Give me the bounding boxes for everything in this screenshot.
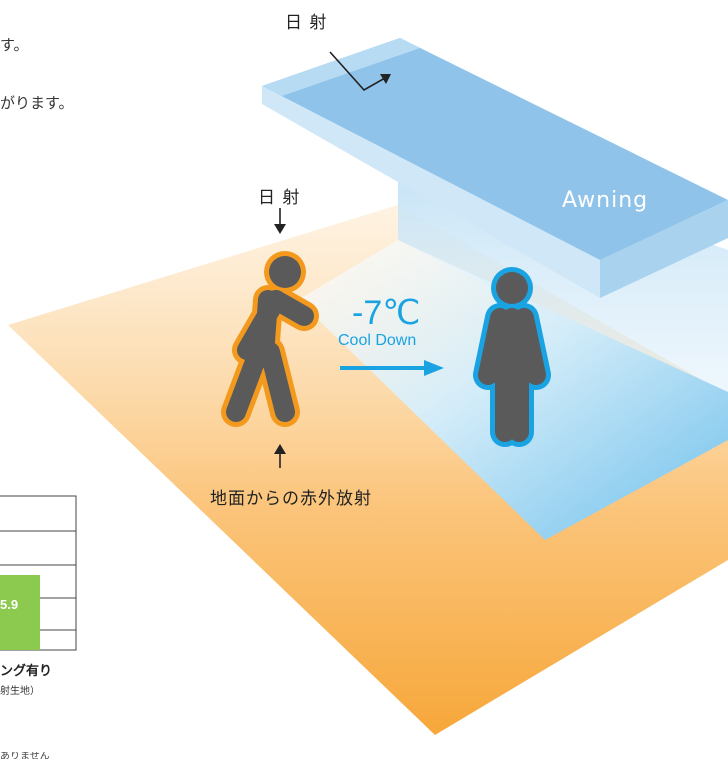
sun-ray-arrow <box>329 51 386 92</box>
footnote: ありません <box>0 752 50 759</box>
cool-down-label: Cool Down <box>338 332 417 349</box>
up-arrow-icon <box>274 444 286 468</box>
sun-label-top: 日 射 <box>285 13 328 33</box>
bar-category-note: 射生地） <box>0 686 40 697</box>
intro-line-2: がります。 <box>0 94 74 112</box>
intro-line-1: す。 <box>0 36 29 54</box>
temperature-change: -7℃ <box>352 294 421 332</box>
chart-bar <box>0 575 40 650</box>
bar-chart <box>0 495 77 651</box>
down-arrow-icon <box>274 208 286 234</box>
awning-top-highlight <box>262 38 420 96</box>
bar-category-label: ング有り <box>0 664 53 679</box>
awning-top-surface <box>262 38 728 260</box>
sun-ray-arrowhead <box>380 74 391 84</box>
right-arrow-icon <box>340 360 444 376</box>
ground-infrared-label: 地面からの赤外放射 <box>210 489 372 509</box>
awning-label: Awning <box>562 188 649 213</box>
awning-front-edge <box>262 86 600 298</box>
standing-person-icon <box>473 267 551 447</box>
walking-person-icon <box>221 251 319 427</box>
bar-value-label: 5.9 <box>0 597 19 612</box>
sun-label-mid: 日 射 <box>258 188 301 208</box>
awning-side-edge <box>600 200 728 298</box>
